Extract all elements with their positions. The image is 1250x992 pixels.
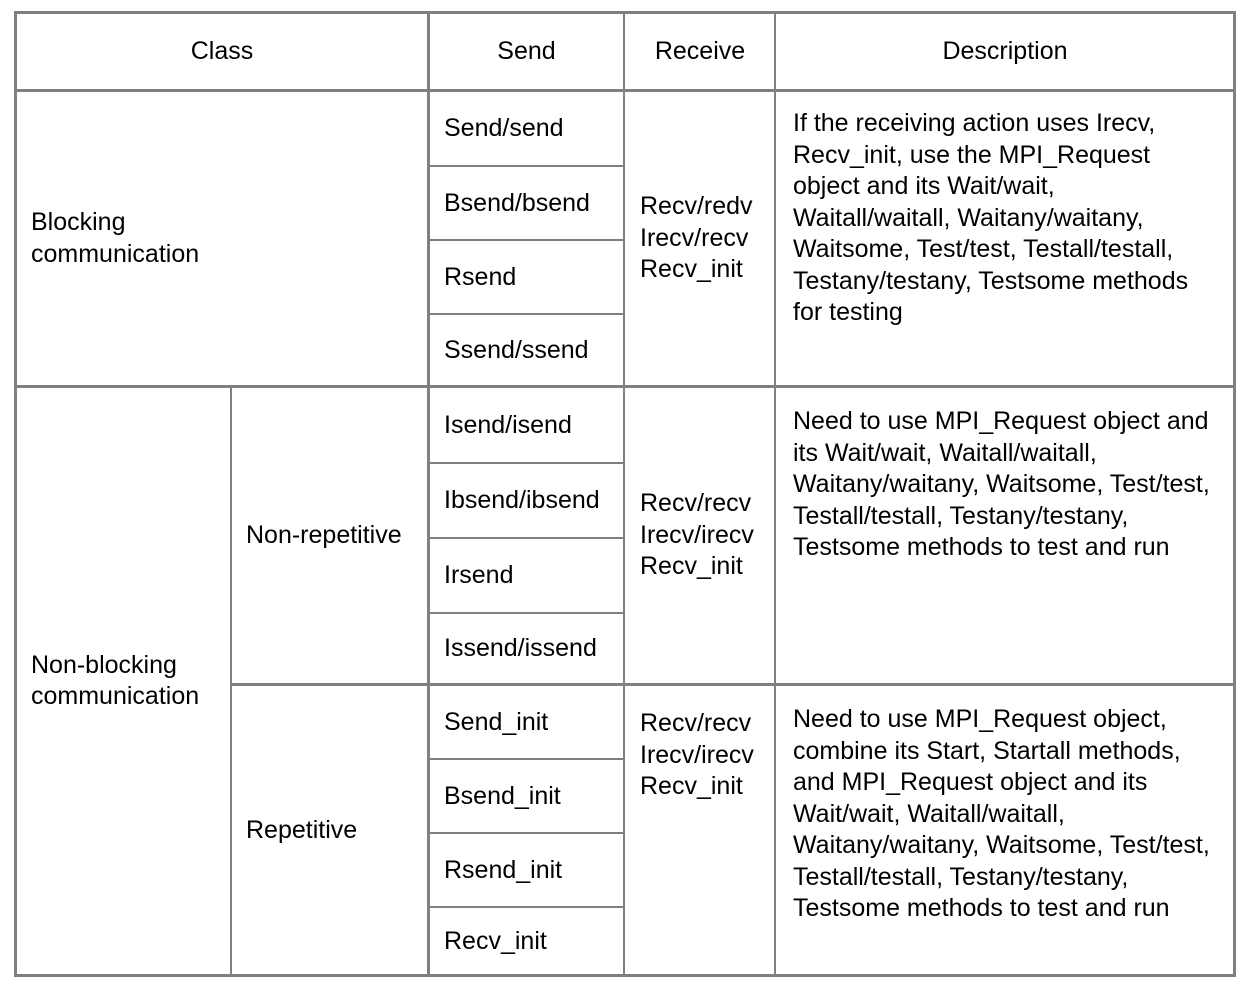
send-label: Isend/isend xyxy=(444,410,572,439)
send-cell: Rsend xyxy=(430,241,623,313)
subclass-label-repetitive: Repetitive xyxy=(246,815,358,844)
send-row-rule xyxy=(430,612,623,614)
column-rule-receive-description xyxy=(774,14,776,974)
receive-cell: Recv/recv Irecv/irecv Recv_init xyxy=(626,388,774,683)
class-subcolumn-rule xyxy=(230,388,232,974)
header-bottom-rule xyxy=(17,89,1233,92)
send-label: Rsend xyxy=(444,262,517,291)
send-cell: Rsend_init xyxy=(430,834,623,906)
subclass-cell-repetitive: Repetitive xyxy=(232,686,427,974)
class-label-non-blocking: Non-blocking communication xyxy=(31,650,200,711)
group-rule-non-repetitive-bottom xyxy=(230,683,1233,686)
description-cell: Need to use MPI_Request object and its W… xyxy=(777,388,1233,683)
send-cell: Isend/isend xyxy=(430,388,623,462)
receive-cell: Recv/recv Irecv/irecv Recv_init xyxy=(626,686,774,974)
send-row-rule xyxy=(430,906,623,908)
description-text: Need to use MPI_Request object and its W… xyxy=(793,407,1210,561)
send-label: Send_init xyxy=(444,707,549,736)
receive-cell: Recv/redv Irecv/recv Recv_init xyxy=(626,92,774,385)
send-cell: Send/send xyxy=(430,92,623,165)
column-rule-send-receive xyxy=(623,14,625,974)
class-cell-blocking: Blocking communication xyxy=(17,92,427,385)
send-row-rule xyxy=(430,462,623,464)
header-label-send: Send xyxy=(497,37,556,65)
send-cell: Send_init xyxy=(430,686,623,758)
header-label-receive: Receive xyxy=(654,37,746,65)
description-cell: If the receiving action uses Irecv, Recv… xyxy=(777,92,1233,385)
header-cell-description: Description xyxy=(777,14,1233,89)
mpi-communication-table: Class Send Receive Description Blocking … xyxy=(14,11,1236,977)
send-label: Issend/issend xyxy=(444,634,597,662)
send-cell: Recv_init xyxy=(430,908,623,974)
send-cell: Irsend xyxy=(430,539,623,612)
send-cell: Issend/issend xyxy=(430,614,623,683)
send-row-rule xyxy=(430,537,623,539)
receive-label: Recv/recv Irecv/irecv Recv_init xyxy=(640,709,754,800)
send-label: Bsend_init xyxy=(444,781,561,810)
subclass-label-non-repetitive: Non-repetitive xyxy=(246,521,402,549)
description-text: Need to use MPI_Request object, combine … xyxy=(793,705,1210,922)
header-label-description: Description xyxy=(942,37,1068,65)
group-rule-blocking-bottom xyxy=(17,385,1233,388)
send-row-rule xyxy=(430,239,623,241)
send-label: Bsend/bsend xyxy=(444,188,590,217)
class-cell-non-blocking: Non-blocking communication xyxy=(17,388,230,974)
description-cell: Need to use MPI_Request object, combine … xyxy=(777,686,1233,974)
send-cell: Ibsend/ibsend xyxy=(430,464,623,537)
send-row-rule xyxy=(430,832,623,834)
send-cell: Bsend_init xyxy=(430,760,623,832)
receive-label: Recv/recv Irecv/irecv Recv_init xyxy=(640,489,754,581)
send-row-rule xyxy=(430,313,623,315)
send-cell: Ssend/ssend xyxy=(430,315,623,385)
column-rule-class-send xyxy=(427,14,430,974)
send-row-rule xyxy=(430,758,623,760)
header-cell-receive: Receive xyxy=(626,14,774,89)
description-text: If the receiving action uses Irecv, Recv… xyxy=(793,109,1189,326)
receive-label: Recv/redv Irecv/recv Recv_init xyxy=(640,192,753,284)
send-label: Ssend/ssend xyxy=(444,335,589,364)
send-row-rule xyxy=(430,165,623,167)
header-label-class: Class xyxy=(190,37,254,65)
header-cell-send: Send xyxy=(430,14,623,89)
subclass-cell-non-repetitive: Non-repetitive xyxy=(232,388,427,683)
send-label: Recv_init xyxy=(444,926,547,955)
send-label: Ibsend/ibsend xyxy=(444,486,600,514)
send-label: Rsend_init xyxy=(444,855,563,884)
header-cell-class: Class xyxy=(17,14,427,89)
send-label: Send/send xyxy=(444,114,564,142)
class-label-blocking: Blocking communication xyxy=(31,208,200,268)
send-cell: Bsend/bsend xyxy=(430,167,623,239)
send-label: Irsend xyxy=(444,561,514,589)
